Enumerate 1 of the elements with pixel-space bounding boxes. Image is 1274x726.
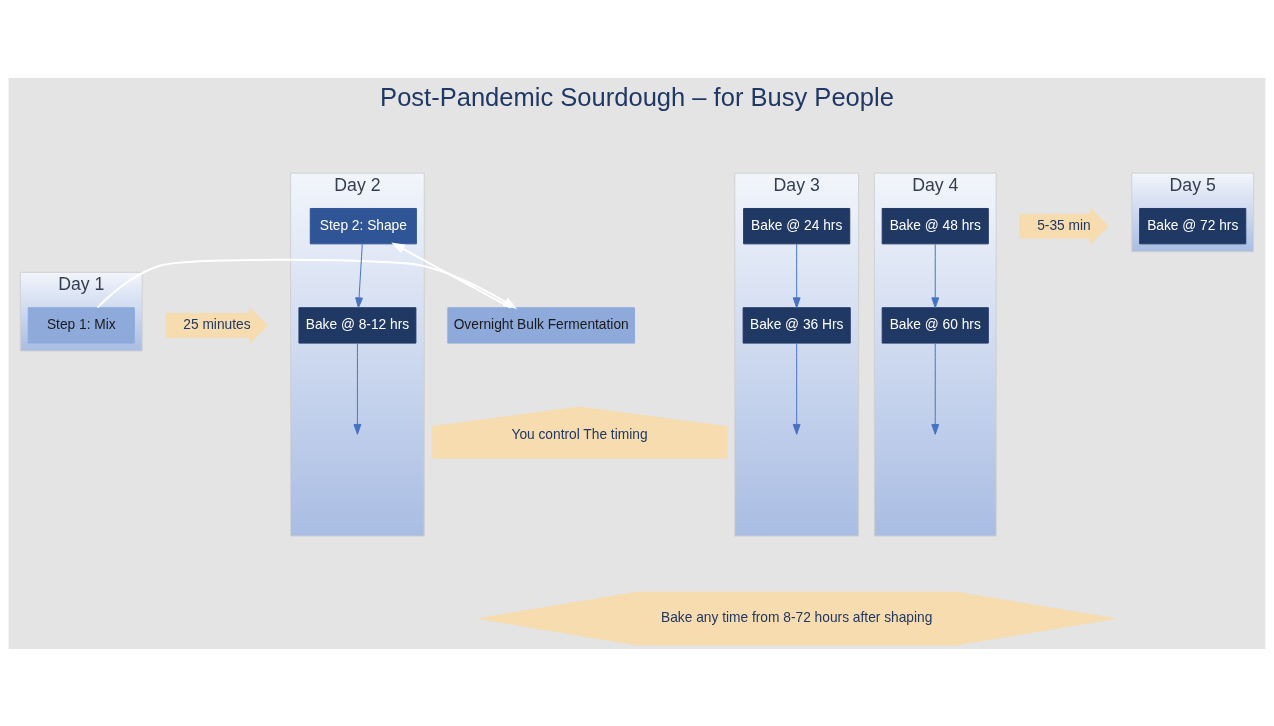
diagram-title: Post-Pandemic Sourdough – for Busy People xyxy=(380,82,894,111)
